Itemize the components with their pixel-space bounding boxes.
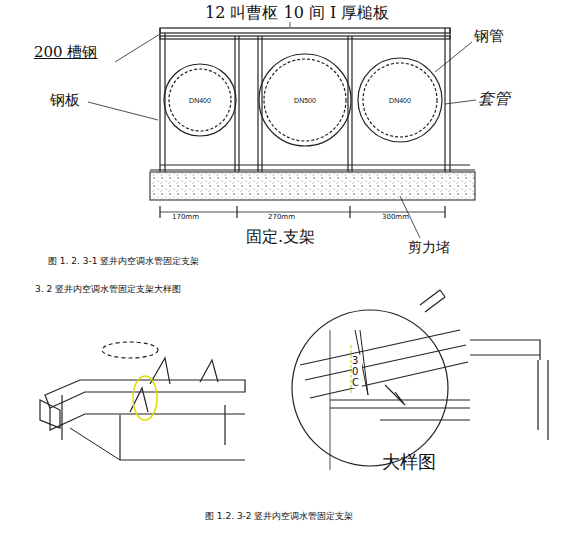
figure-caption: 图 1. 2. 3-1 竖井内空调水管固定支架 [48, 257, 199, 267]
pipe-size: DN400 [388, 97, 412, 104]
dimension: 30C [352, 355, 362, 388]
pipe-size: DN400 [188, 97, 212, 104]
pipe-circle: DN400 [172, 93, 228, 107]
part-label: 剪力堵 [408, 240, 450, 255]
pipe-circle: DN400 [368, 93, 432, 107]
dimension: 270mm [268, 214, 295, 222]
pipe-circle: DN500 [272, 93, 338, 107]
dimension: 300mm [382, 214, 409, 222]
detail-label: 大样图 [382, 452, 436, 472]
dimension: 170mm [172, 214, 199, 222]
part-label: 钢板 [50, 92, 80, 109]
part-label: 钢管 [474, 28, 504, 45]
section-heading: 3. 2 竖井内空调水管固定支架大样图 [35, 285, 181, 295]
sub-label: 固定.支架 [246, 228, 315, 246]
part-label: 12 叫曹枢 10 间 I 厚槌板 [205, 4, 389, 22]
part-label: 200 槽钢 [34, 44, 97, 61]
part-label: 套管 [478, 90, 510, 108]
figure-caption: 图 1.2. 3-2 竖井内空调水管固定支架 [205, 512, 353, 522]
pipe-size: DN500 [293, 97, 317, 104]
